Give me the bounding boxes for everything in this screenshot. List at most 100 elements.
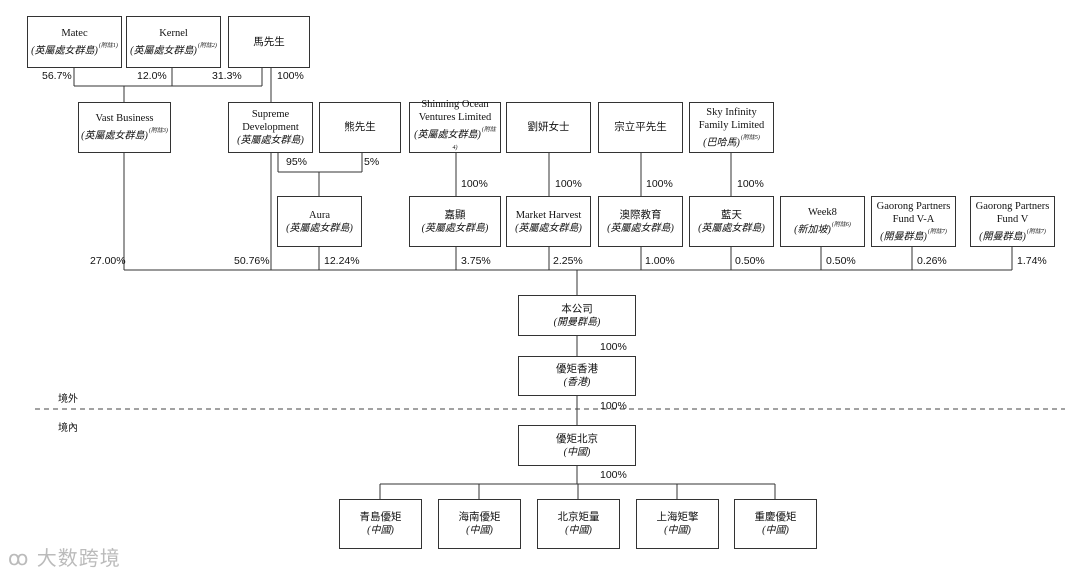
entity-name: 藍天 bbox=[721, 209, 742, 221]
pct-sky-lantian: 100% bbox=[737, 178, 764, 190]
pct-gaov-company: 1.74% bbox=[1017, 255, 1047, 267]
pct-kernel-vast: 12.0% bbox=[137, 70, 167, 82]
entity-name: Week8 bbox=[808, 207, 837, 219]
pct-week8-company: 0.50% bbox=[826, 255, 856, 267]
entity-name: 重慶優矩 bbox=[754, 512, 797, 523]
entity-jurisdiction: (巴哈馬) bbox=[703, 137, 740, 149]
entity-name: 宗立平先生 bbox=[614, 122, 667, 133]
entity-name: Kernel bbox=[159, 27, 188, 39]
entity-name: 嘉顯 bbox=[444, 209, 466, 221]
pct-hk-beijing: 100% bbox=[600, 400, 627, 412]
entity-jurisdiction: (香港) bbox=[563, 377, 591, 388]
entity-jurisdiction: (英屬處女群島) bbox=[414, 129, 481, 141]
entity-name: 北京矩量 bbox=[557, 512, 600, 523]
entity-jurisdiction: (英屬處女群島) bbox=[286, 222, 353, 234]
entity-name: 本公司 bbox=[561, 303, 593, 315]
entity-name: 優矩香港 bbox=[556, 364, 598, 375]
pct-liu-market: 100% bbox=[555, 178, 582, 190]
pct-vast-company: 27.00% bbox=[90, 255, 126, 267]
entity-jurisdiction: (英屬處女群島) bbox=[698, 222, 765, 234]
entity-note: (附註4) bbox=[452, 127, 496, 151]
entity-market-harvest: Market Harvest (英屬處女群島) bbox=[506, 196, 591, 247]
entity-jurisdiction: (中國) bbox=[367, 525, 394, 536]
entity-matec: Matec (英屬處女群島)(附註1) bbox=[27, 16, 122, 68]
entity-sky-infinity: Sky Infinity Family Limited (巴哈馬)(附註5) bbox=[689, 102, 774, 153]
entity-hainan-youju: 海南優矩 (中國) bbox=[438, 499, 521, 549]
pct-market-company: 2.25% bbox=[553, 255, 583, 267]
entity-name: Shinning Ocean Ventures Limited bbox=[418, 99, 492, 124]
entity-note: (附註7) bbox=[927, 228, 947, 235]
entity-mr-zong: 宗立平先生 bbox=[598, 102, 683, 153]
entity-name: Market Harvest bbox=[515, 209, 582, 221]
entity-aura: Aura (英屬處女群島) bbox=[277, 196, 362, 247]
entity-name: 澳際教育 bbox=[619, 209, 662, 221]
entity-name: 上海矩擎 bbox=[656, 512, 699, 523]
entity-youju-beijing: 優矩北京 (中國) bbox=[518, 425, 636, 466]
entity-shanghai-juqing: 上海矩擎 (中國) bbox=[636, 499, 719, 549]
entity-mr-xiong: 熊先生 bbox=[319, 102, 401, 153]
watermark-logo: ꝏ 大数跨境 bbox=[8, 542, 121, 571]
entity-vast-business: Vast Business (英屬處女群島)(附註3) bbox=[78, 102, 171, 153]
entity-beijing-juliang: 北京矩量 (中國) bbox=[537, 499, 620, 549]
pct-kernel-supreme: 31.3% bbox=[212, 70, 242, 82]
entity-gaorong-fund-v: Gaorong Partners Fund V (開曼群島)(附註7) bbox=[970, 196, 1055, 247]
entity-jurisdiction: (新加坡) bbox=[794, 224, 831, 236]
entity-note: (附註2) bbox=[197, 42, 217, 49]
entity-name: 優矩北京 bbox=[556, 433, 598, 445]
entity-lantian: 藍天 (英屬處女群島) bbox=[689, 196, 774, 247]
pct-gaova-company: 0.26% bbox=[917, 255, 947, 267]
entity-note: (附註1) bbox=[98, 42, 118, 49]
watermark-icon: ꝏ bbox=[8, 546, 30, 570]
entity-name: Gaorong Partners Fund V-A bbox=[876, 200, 951, 225]
entity-week8: Week8 (新加坡)(附註6) bbox=[780, 196, 865, 247]
entity-jurisdiction: (中國) bbox=[466, 525, 493, 536]
entity-name: Gaorong Partners Fund V bbox=[975, 200, 1050, 225]
pct-aura-company: 12.24% bbox=[324, 255, 360, 267]
entity-qingdao-youju: 青島優矩 (中國) bbox=[339, 499, 422, 549]
entity-jurisdiction: (開曼群島) bbox=[553, 316, 601, 328]
entity-jurisdiction: (中國) bbox=[664, 525, 691, 536]
entity-aoji-education: 澳際教育 (英屬處女群島) bbox=[598, 196, 683, 247]
pct-supreme-company: 50.76% bbox=[234, 255, 270, 267]
region-onshore: 境內 bbox=[58, 423, 78, 434]
entity-jurisdiction: (英屬處女群島) bbox=[421, 222, 489, 234]
region-offshore: 境外 bbox=[58, 394, 78, 405]
entity-company: 本公司 (開曼群島) bbox=[518, 295, 636, 336]
entity-jurisdiction: (開曼群島) bbox=[880, 231, 927, 243]
entity-name: 青島優矩 bbox=[359, 512, 402, 523]
entity-jurisdiction: (英屬處女群島) bbox=[81, 130, 148, 142]
pct-aoji-company: 1.00% bbox=[645, 255, 675, 267]
entity-jurisdiction: (開曼群島) bbox=[979, 231, 1026, 243]
entity-jiaxian: 嘉顯 (英屬處女群島) bbox=[409, 196, 501, 247]
entity-ms-liu: 劉妍女士 bbox=[506, 102, 591, 153]
pct-jiaxian-company: 3.75% bbox=[461, 255, 491, 267]
entity-jurisdiction: (英屬處女群島) bbox=[515, 222, 582, 234]
pct-ma-supreme: 100% bbox=[277, 70, 304, 82]
entity-note: (附註7) bbox=[1026, 228, 1046, 235]
entity-name: 馬先生 bbox=[253, 36, 285, 48]
entity-name: 海南優矩 bbox=[458, 512, 501, 523]
entity-chongqing-youju: 重慶優矩 (中國) bbox=[734, 499, 817, 549]
entity-name: Aura bbox=[309, 209, 330, 221]
entity-name: Vast Business bbox=[95, 113, 154, 125]
pct-shinning-jiaxian: 100% bbox=[461, 178, 488, 190]
entity-jurisdiction: (中國) bbox=[565, 525, 592, 536]
pct-lantian-company: 0.50% bbox=[735, 255, 765, 267]
entity-note: (附註3) bbox=[148, 128, 168, 135]
entity-name: Matec bbox=[61, 27, 88, 39]
pct-beijing-subsidiaries: 100% bbox=[600, 469, 627, 481]
entity-jurisdiction: (中國) bbox=[563, 446, 591, 458]
entity-shinning-ocean: Shinning Ocean Ventures Limited (英屬處女群島)… bbox=[409, 99, 501, 153]
pct-xiong-aura: 5% bbox=[364, 156, 380, 168]
entity-jurisdiction: (英屬處女群島) bbox=[607, 222, 674, 234]
entity-gaorong-fund-va: Gaorong Partners Fund V-A (開曼群島)(附註7) bbox=[871, 196, 956, 247]
pct-zong-aoji: 100% bbox=[646, 178, 673, 190]
entity-jurisdiction: (中國) bbox=[762, 525, 789, 536]
entity-note: (附註5) bbox=[740, 134, 760, 141]
pct-supreme-aura: 95% bbox=[286, 156, 308, 168]
entity-youju-hk: 優矩香港 (香港) bbox=[518, 356, 636, 396]
entity-name: Supreme Development bbox=[242, 109, 299, 133]
pct-matec-vast: 56.7% bbox=[42, 70, 72, 82]
entity-jurisdiction: (英屬處女群島) bbox=[31, 45, 98, 57]
